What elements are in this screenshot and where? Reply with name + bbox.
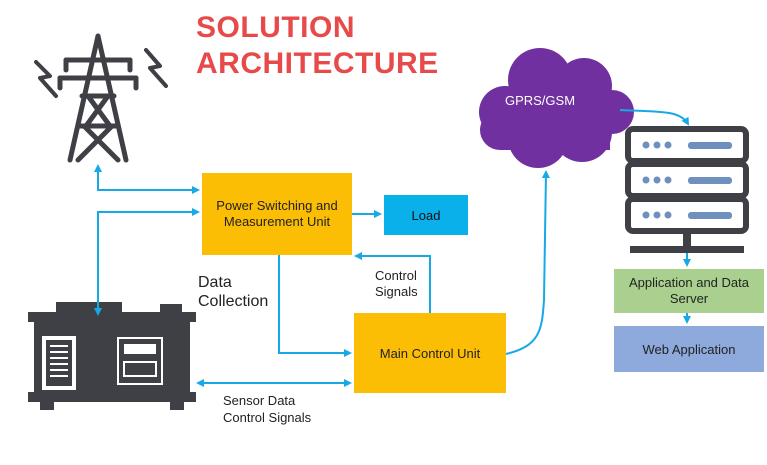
web-application-label: Web Application [642,341,736,357]
tower-to-psmu-connector [94,164,200,194]
mcu-to-cloud-connector [505,170,550,355]
page-title: SOLUTION ARCHITECTURE [196,11,439,80]
data-collection-label: Data Collection [198,274,269,310]
web-application-box: Web Application [614,326,764,372]
control-signals-label: Control Signals [375,268,418,299]
sensor-control-label: Sensor Data Control Signals [223,393,312,425]
main-control-unit-label: Main Control Unit [379,345,481,361]
gprs-label: GPRS/GSM [504,93,576,108]
power-switching-unit-label: Power Switching and Measurement Unit [216,198,338,229]
power-tower-icon [34,33,168,163]
app-server-label: Application and Data Server [629,275,749,306]
generator-icon [28,302,196,410]
load-box: Load [384,195,468,235]
server-rack-icon [625,126,749,253]
data-collection-connector [278,255,352,357]
app-server-box: Application and Data Server [614,269,764,313]
control-signals-connector [354,252,431,313]
generator-to-psmu-connector [94,208,200,316]
load-label: Load [411,207,441,223]
cloud-to-server-connector [619,109,689,126]
power-switching-unit-box: Power Switching and Measurement Unit [202,173,352,255]
main-control-unit-box: Main Control Unit [354,313,506,393]
cloud-icon [479,48,634,168]
